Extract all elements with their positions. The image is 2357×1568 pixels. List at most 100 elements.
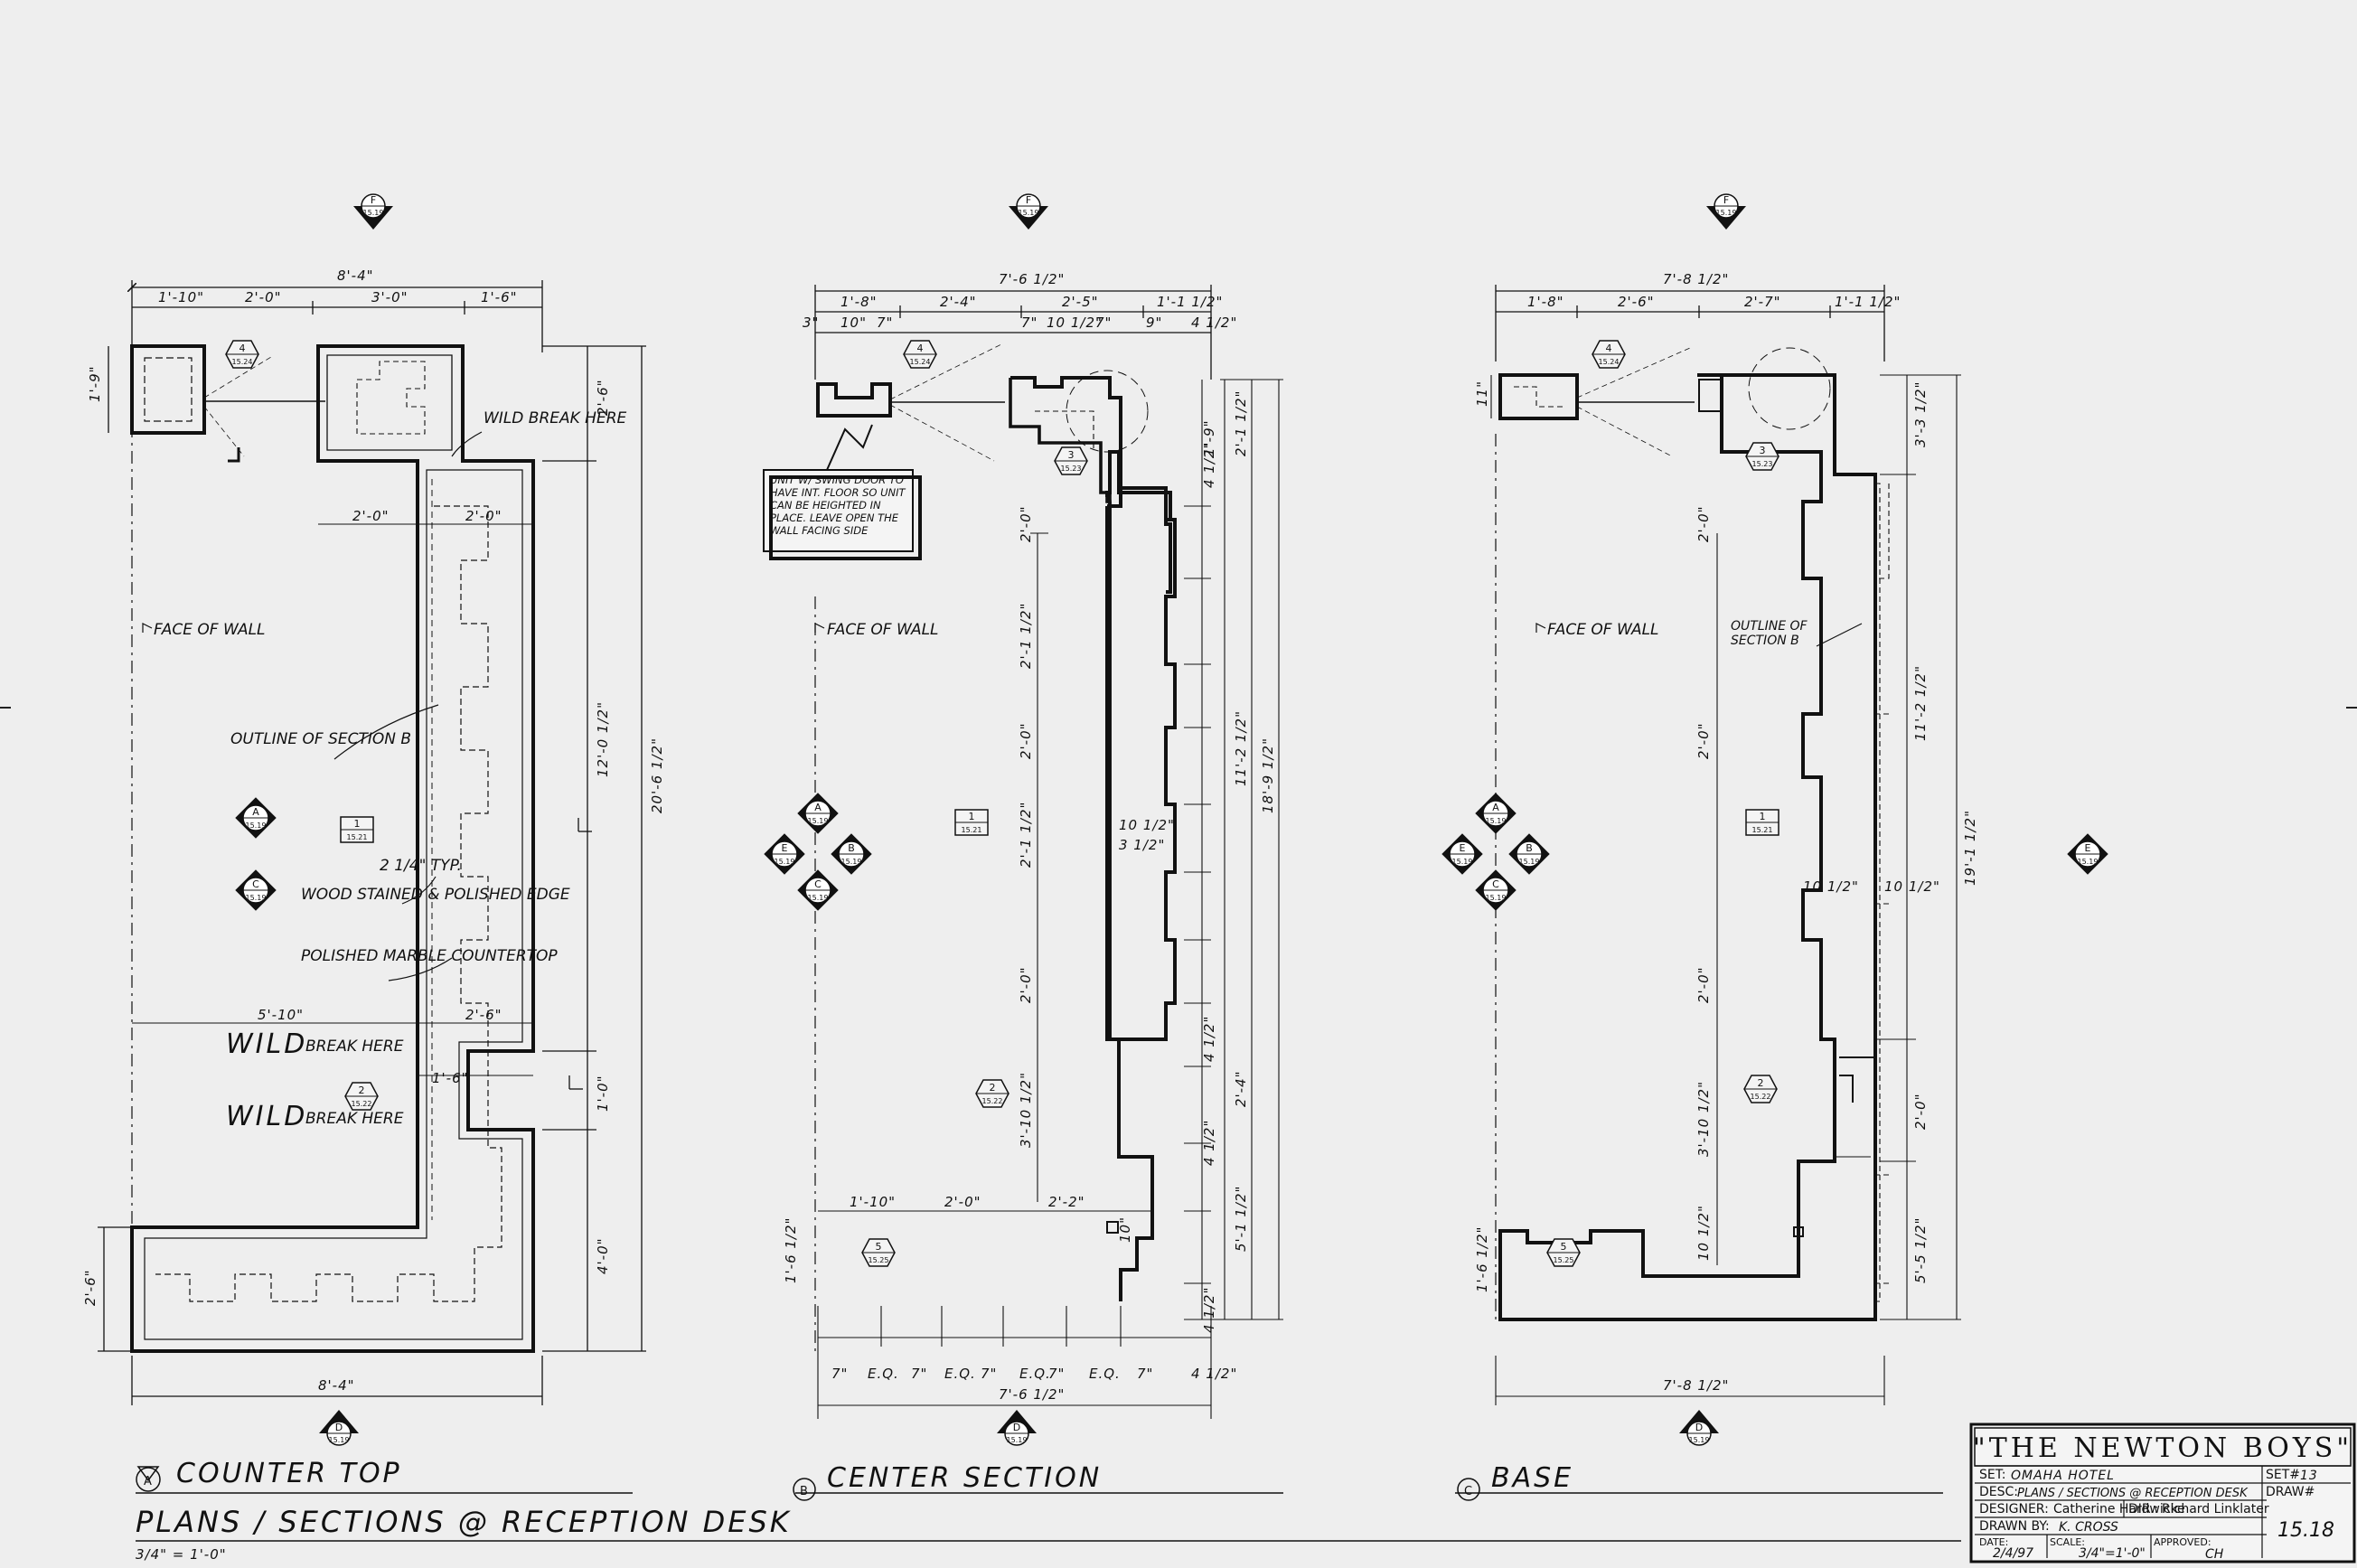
- view-c-right-dim-4: 2'-0": [1912, 1093, 1929, 1130]
- view-b-right-dim-6: 4 1/2": [1201, 1016, 1217, 1062]
- section-tag-4-view-a: 415.24: [225, 340, 259, 369]
- view-a-top-dim-2: 2'-0": [245, 289, 282, 305]
- view-b-right-dim-8: 4 1/2": [1201, 1120, 1217, 1166]
- section-tag-2-view-c: 215.22: [1743, 1075, 1778, 1103]
- view-b-inner-dim-1: 10 1/2": [1119, 817, 1175, 833]
- svg-text:E: E: [1460, 842, 1466, 854]
- view-b-sub-dim-1: 3": [803, 315, 819, 331]
- view-c-title: C BASE: [1455, 1462, 1943, 1501]
- svg-text:DESIGNER:: DESIGNER:: [1979, 1502, 2049, 1516]
- view-a-wood-note: WOOD STAINED & POLISHED EDGE: [301, 886, 570, 904]
- view-c-left-dim-4: 2'-0": [1695, 966, 1712, 1003]
- svg-text:1: 1: [354, 818, 361, 830]
- svg-text:15.22: 15.22: [1751, 1093, 1771, 1101]
- svg-text:15.19: 15.19: [246, 894, 267, 902]
- svg-text:15.21: 15.21: [962, 826, 982, 834]
- sheet-number: 15.18: [2277, 1519, 2334, 1542]
- svg-text:15.19: 15.19: [1019, 209, 1039, 217]
- view-b-left-dim-6: 3'-10 1/2": [1018, 1072, 1034, 1148]
- set-value: OMAHA HOTEL: [2011, 1469, 2115, 1483]
- view-b-right-dim-1: 4 1/2": [1201, 442, 1217, 488]
- view-c-small-box: [1498, 373, 1579, 420]
- marker-d-view-b: D15.19: [997, 1410, 1037, 1446]
- svg-text:15.19: 15.19: [1007, 1436, 1028, 1444]
- view-b-right-dim-10: 4 1/2": [1201, 1287, 1217, 1333]
- view-b-bottom-dim-3: 2'-2": [1048, 1194, 1085, 1210]
- svg-text:15.19: 15.19: [246, 822, 267, 830]
- svg-text:15.23: 15.23: [1061, 465, 1082, 473]
- view-b-sub-dim-6: 7": [1095, 315, 1112, 331]
- svg-text:15.22: 15.22: [352, 1100, 372, 1108]
- svg-text:C: C: [1492, 878, 1499, 890]
- svg-text:BASE: BASE: [1491, 1462, 1573, 1494]
- view-c-left-dim-1: 11": [1474, 380, 1490, 407]
- svg-text:DRAWN BY:: DRAWN BY:: [1979, 1519, 2050, 1534]
- view-b-tooth-profile: [1119, 486, 1177, 1041]
- tooth-label: 7": [981, 1366, 997, 1382]
- section-markers: F15.19F15.19F15.19D15.19D15.19D15.19A15.…: [225, 193, 2108, 1446]
- view-b-sub-dim-3: 7": [877, 315, 893, 331]
- section-tag-2-view-b: 215.22: [975, 1079, 1009, 1108]
- view-c-inner-dim-2: 10 1/2": [1884, 878, 1940, 895]
- marker-b-view-c: B15.19: [1508, 833, 1550, 875]
- section-tag-4-view-b: 415.24: [903, 340, 937, 369]
- section-tag-5-view-c: 515.25: [1546, 1238, 1581, 1267]
- svg-text:SET#: SET#: [2266, 1468, 2300, 1482]
- desc-value: PLANS / SECTIONS @ RECEPTION DESK: [2017, 1487, 2249, 1500]
- view-b-callout: UNIT W/ SWING DOOR TO HAVE INT. FLOOR SO…: [763, 424, 922, 560]
- svg-text:D: D: [335, 1422, 343, 1433]
- svg-text:15.24: 15.24: [232, 358, 253, 366]
- view-c-inner-dim-1: 10 1/2": [1803, 878, 1859, 895]
- view-a-small-cabinet: [130, 344, 206, 435]
- svg-text:15.19: 15.19: [1452, 858, 1473, 866]
- view-c-right-dim-3: 19'-1 1/2": [1962, 810, 1978, 886]
- svg-text:1: 1: [1760, 811, 1766, 822]
- view-b-top-dim-2: 2'-4": [940, 294, 977, 310]
- svg-text:B: B: [1526, 842, 1533, 854]
- view-a-wild-1-break: BREAK HERE: [305, 1038, 404, 1056]
- section-tag-1-view-b: 115.21: [954, 809, 989, 836]
- section-tag-2-view-a: 215.22: [344, 1082, 379, 1111]
- svg-text:3: 3: [1760, 445, 1766, 456]
- view-b-inner-dim-2: 3 1/2": [1119, 837, 1165, 853]
- view-a-typ-note: 2 1/4" TYP.: [380, 857, 462, 875]
- view-c-top-dim-2: 2'-6": [1618, 294, 1655, 310]
- view-b-overall-width: 7'-6 1/2": [999, 271, 1065, 287]
- date-value: 2/4/97: [1993, 1546, 2033, 1561]
- view-a-bottom-width: 8'-4": [318, 1377, 355, 1394]
- view-b-inner-dim-3: 10": [1117, 1216, 1133, 1243]
- view-c-outline-note: OUTLINE OF SECTION B: [1731, 619, 1808, 648]
- svg-text:15.19: 15.19: [1486, 894, 1507, 902]
- marker-a-view-c: A15.19: [1475, 793, 1517, 834]
- tooth-label: 7": [1137, 1366, 1153, 1382]
- view-a-top-dim-1: 1'-10": [158, 289, 204, 305]
- view-c-face-of-wall: FACE OF WALL: [1547, 621, 1659, 639]
- section-tag-3-view-b: 315.23: [1054, 446, 1088, 475]
- svg-text:C: C: [1464, 1485, 1472, 1498]
- view-b-left-dim-1: 2'-0": [1018, 505, 1034, 542]
- tooth-label: E.Q.: [944, 1366, 976, 1382]
- scale-value: 3/4"=1'-0": [2079, 1546, 2146, 1561]
- view-b-left-dim-3: 2'-0": [1018, 722, 1034, 759]
- svg-text:C: C: [252, 878, 259, 890]
- view-b-top-dim-1: 1'-8": [840, 294, 878, 310]
- marker-f-view-a: F15.19: [353, 193, 393, 230]
- view-c-left-dim-6: 1'-6 1/2": [1474, 1226, 1490, 1292]
- view-a-inner-dim-2: 2'-0": [465, 508, 502, 524]
- svg-text:15.19: 15.19: [363, 209, 384, 217]
- view-b-right-dim-3: 1'-9": [1201, 419, 1217, 456]
- view-a-inner-dim-3: 5'-10": [258, 1007, 304, 1023]
- view-a-face-of-wall: FACE OF WALL: [154, 621, 266, 639]
- svg-text:1: 1: [969, 811, 975, 822]
- svg-text:15.24: 15.24: [1599, 358, 1620, 366]
- view-c-left-dim-5: 3'-10 1/2": [1695, 1081, 1712, 1157]
- marker-f-view-c: F15.19: [1706, 193, 1746, 230]
- tooth-label: 7": [1048, 1366, 1065, 1382]
- svg-text:2: 2: [359, 1084, 365, 1096]
- view-c-overall-width: 7'-8 1/2": [1663, 271, 1729, 287]
- svg-text:COUNTER TOP: COUNTER TOP: [176, 1458, 402, 1489]
- svg-text:15.19: 15.19: [2078, 858, 2099, 866]
- marker-e-view-b: E15.19: [764, 833, 805, 875]
- svg-text:D: D: [1695, 1422, 1703, 1433]
- view-b-tooth-labels: 7"E.Q.7"E.Q.7"E.Q.7"E.Q.7"4 1/2": [831, 1366, 1236, 1382]
